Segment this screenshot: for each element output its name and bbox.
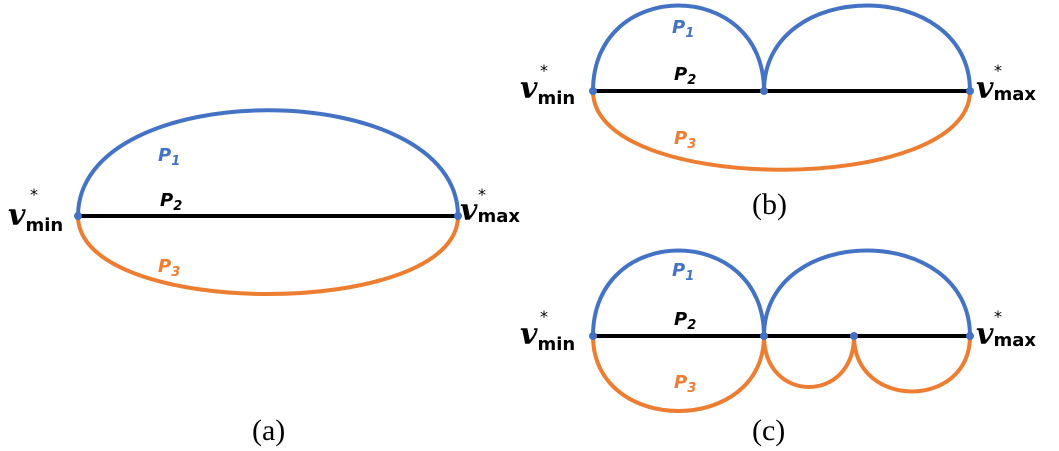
- label-vmax-star: *: [994, 307, 1002, 326]
- label-vmin-star: *: [540, 307, 548, 326]
- node-vmax: [966, 87, 974, 95]
- path-p1-arc-right: [762, 248, 972, 337]
- path-p1-arc: [76, 108, 460, 217]
- label-vmax: vmax: [976, 317, 1036, 352]
- caption-a: (a): [252, 414, 285, 447]
- node-mid-1: [760, 332, 768, 340]
- caption-c: (c): [752, 414, 785, 447]
- panel-c: P1 P2 P3 vmin * vmax * (c): [520, 248, 1036, 447]
- label-p1: P1: [158, 145, 180, 169]
- node-mid-2: [850, 332, 858, 340]
- node-vmax: [454, 212, 462, 220]
- node-vmin: [589, 87, 597, 95]
- path-p3-arc-left: [591, 335, 766, 413]
- path-p3-arc: [76, 215, 460, 296]
- label-vmin: vmin: [520, 71, 575, 109]
- label-p1: P1: [672, 17, 694, 41]
- label-vmax: vmax: [460, 193, 520, 228]
- node-vmax: [966, 332, 974, 340]
- label-vmax-star: *: [994, 61, 1002, 80]
- label-vmin-star: *: [30, 185, 38, 204]
- label-vmax: vmax: [976, 71, 1036, 106]
- label-p3: P3: [674, 128, 696, 152]
- label-p2: P2: [674, 64, 696, 88]
- label-p3: P3: [674, 372, 696, 396]
- path-p3-arc-right: [852, 335, 972, 394]
- node-mid: [760, 87, 768, 95]
- label-p2: P2: [160, 190, 182, 214]
- label-p1: P1: [672, 260, 694, 284]
- label-vmax-star: *: [478, 185, 486, 204]
- label-vmin: vmin: [520, 317, 575, 355]
- label-p2: P2: [674, 309, 696, 333]
- caption-b: (b): [752, 188, 787, 221]
- path-p1-arc-left: [591, 3, 766, 92]
- node-vmin: [589, 332, 597, 340]
- panel-b: P1 P2 P3 vmin * vmax * (b): [520, 3, 1036, 221]
- label-p3: P3: [158, 256, 180, 280]
- label-vmin-star: *: [540, 61, 548, 80]
- label-vmin: vmin: [8, 198, 63, 236]
- path-p1-arc-left: [591, 248, 766, 337]
- panel-a: P1 P2 P3 vmin * vmax * (a): [8, 108, 520, 447]
- node-vmin: [74, 212, 82, 220]
- path-p1-arc-right: [762, 3, 972, 92]
- path-p3-arc: [591, 90, 972, 172]
- path-p3-arc-middle: [762, 335, 856, 389]
